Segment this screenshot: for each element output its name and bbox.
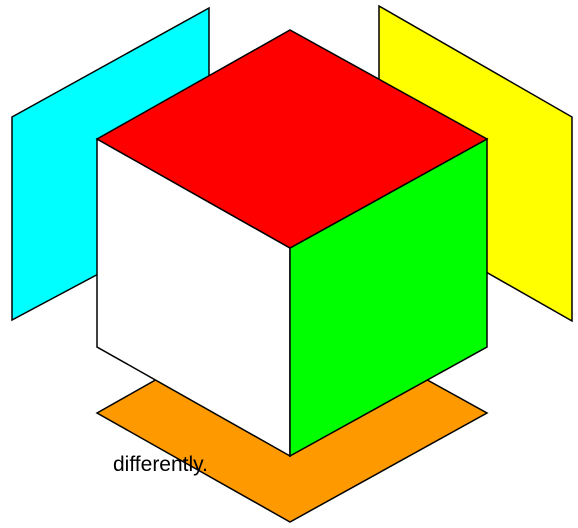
caption-text: differently. — [113, 453, 208, 476]
